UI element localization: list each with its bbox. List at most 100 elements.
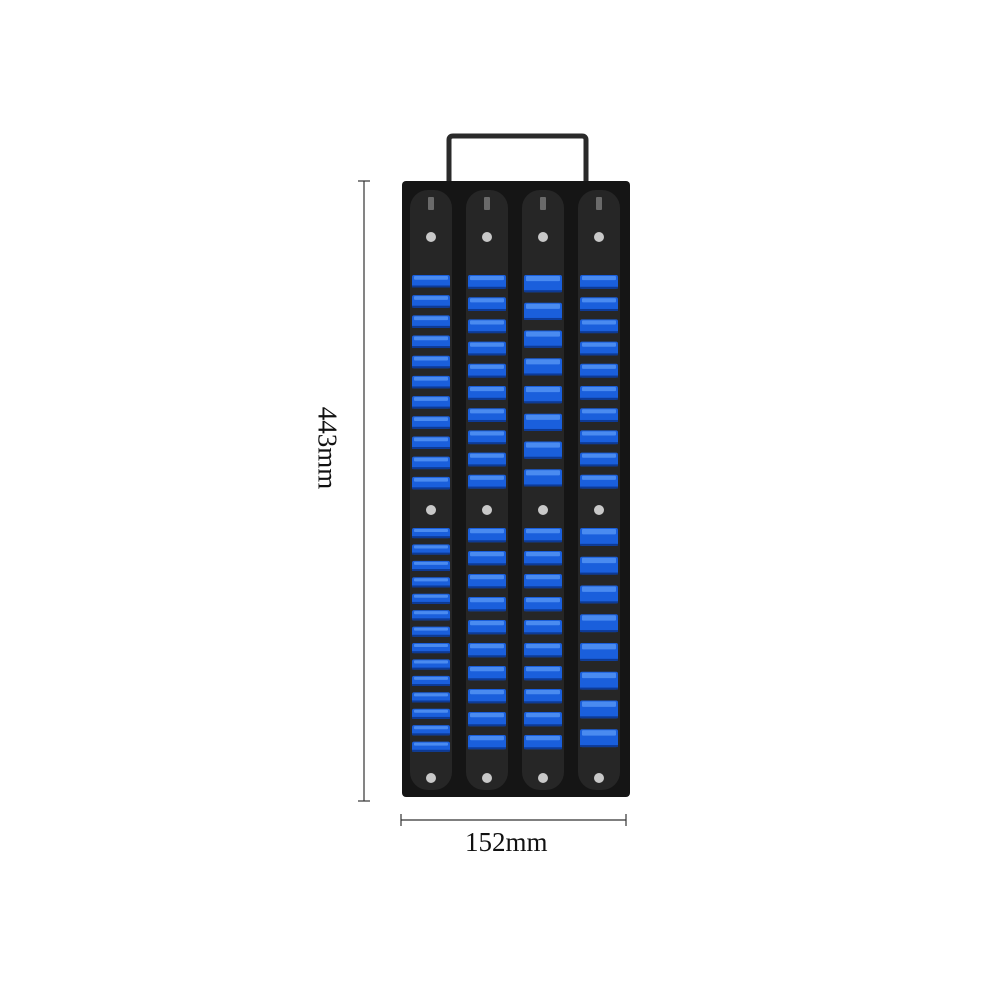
- socket-clip-highlight: [470, 621, 504, 626]
- socket-clip-shadow: [580, 331, 618, 334]
- socket-clip-shadow: [580, 745, 618, 748]
- socket-clip-highlight: [582, 730, 616, 736]
- socket-clip-highlight: [414, 437, 448, 442]
- socket-clip-shadow: [412, 366, 450, 369]
- socket-clip-shadow: [412, 446, 450, 449]
- socket-clip-highlight: [582, 387, 616, 392]
- rivet: [594, 232, 604, 242]
- socket-clip-shadow: [524, 655, 562, 658]
- socket-clip-shadow: [580, 397, 618, 400]
- socket-clip-shadow: [524, 373, 562, 376]
- rivet: [426, 773, 436, 783]
- socket-clip-shadow: [524, 701, 562, 704]
- socket-clip-highlight: [414, 529, 448, 533]
- rivet: [594, 505, 604, 515]
- socket-clip-highlight: [582, 672, 616, 679]
- socket-clip-highlight: [414, 709, 448, 713]
- socket-clip-highlight: [582, 557, 616, 564]
- socket-clip-highlight: [414, 397, 448, 401]
- socket-clip-highlight: [526, 713, 560, 718]
- socket-clip-shadow: [412, 346, 450, 349]
- socket-clip-shadow: [468, 586, 506, 589]
- socket-clip-shadow: [524, 290, 562, 293]
- socket-clip-highlight: [414, 276, 448, 280]
- socket-clip-highlight: [470, 529, 504, 534]
- socket-clip-shadow: [412, 733, 450, 736]
- socket-clip-highlight: [414, 726, 448, 730]
- rail-end-slot: [484, 197, 490, 210]
- socket-clip-highlight: [582, 364, 616, 369]
- socket-clip-highlight: [526, 667, 560, 672]
- height-dimension-label: 443mm: [312, 406, 343, 490]
- socket-clip-highlight: [526, 529, 560, 534]
- socket-clip-highlight: [470, 431, 504, 436]
- socket-clip-highlight: [414, 316, 448, 321]
- socket-clip-shadow: [524, 632, 562, 635]
- rivet: [538, 232, 548, 242]
- socket-clip-shadow: [524, 747, 562, 750]
- socket-clip-shadow: [412, 569, 450, 572]
- socket-clip-highlight: [414, 545, 448, 549]
- socket-clip-highlight: [414, 594, 448, 598]
- socket-clip-highlight: [582, 409, 616, 414]
- socket-clip-shadow: [580, 601, 618, 604]
- width-dimension-label: 152mm: [465, 827, 548, 857]
- socket-clip-highlight: [526, 644, 560, 649]
- socket-clip-shadow: [580, 286, 618, 289]
- socket-clip-shadow: [580, 716, 618, 719]
- socket-clip-shadow: [580, 464, 618, 467]
- socket-clip-shadow: [468, 486, 506, 489]
- width-dimension-line: [400, 814, 627, 826]
- socket-clip-shadow: [468, 609, 506, 612]
- rail: [578, 190, 620, 790]
- socket-clip-highlight: [526, 470, 560, 476]
- socket-clip-shadow: [524, 345, 562, 348]
- socket-clip-highlight: [414, 336, 448, 341]
- socket-clip-highlight: [526, 690, 560, 695]
- socket-clip-highlight: [582, 431, 616, 436]
- socket-clip-highlight: [414, 457, 448, 462]
- socket-clip-highlight: [526, 575, 560, 580]
- socket-clip-highlight: [582, 453, 616, 458]
- socket-clip-highlight: [582, 701, 616, 707]
- socket-clip-shadow: [524, 586, 562, 589]
- rail-group: [410, 190, 620, 790]
- socket-clip-shadow: [412, 487, 450, 490]
- socket-clip-highlight: [414, 644, 448, 648]
- socket-clip-highlight: [582, 342, 616, 347]
- socket-clip-shadow: [524, 401, 562, 404]
- socket-clip-shadow: [524, 428, 562, 431]
- socket-clip-highlight: [470, 690, 504, 695]
- socket-clip-highlight: [414, 742, 448, 746]
- socket-clip-shadow: [468, 632, 506, 635]
- socket-clip-shadow: [412, 305, 450, 308]
- socket-clip-shadow: [580, 543, 618, 546]
- socket-clip-highlight: [414, 693, 448, 697]
- socket-clip-highlight: [526, 442, 560, 448]
- socket-clip-highlight: [582, 615, 616, 621]
- socket-clip-highlight: [470, 667, 504, 672]
- socket-clip-highlight: [470, 298, 504, 303]
- socket-clip-highlight: [470, 598, 504, 603]
- socket-clip-shadow: [580, 419, 618, 422]
- socket-clip-highlight: [526, 276, 560, 282]
- socket-clip-shadow: [412, 285, 450, 288]
- socket-clip-highlight: [582, 644, 616, 650]
- socket-clip-highlight: [414, 676, 448, 680]
- socket-clip-highlight: [414, 477, 448, 482]
- rivet: [426, 505, 436, 515]
- socket-clip-shadow: [468, 563, 506, 566]
- rail-end-slot: [428, 197, 434, 210]
- socket-clip-highlight: [526, 359, 560, 365]
- socket-clip-shadow: [580, 572, 618, 575]
- socket-clip-shadow: [468, 724, 506, 727]
- socket-clip-highlight: [414, 660, 448, 664]
- socket-clip-highlight: [470, 276, 504, 281]
- socket-clip-shadow: [412, 426, 450, 429]
- socket-clip-highlight: [582, 529, 616, 535]
- socket-clip-highlight: [526, 598, 560, 603]
- socket-clip-highlight: [582, 586, 616, 592]
- socket-clip-highlight: [526, 303, 560, 309]
- socket-clip-shadow: [412, 536, 450, 539]
